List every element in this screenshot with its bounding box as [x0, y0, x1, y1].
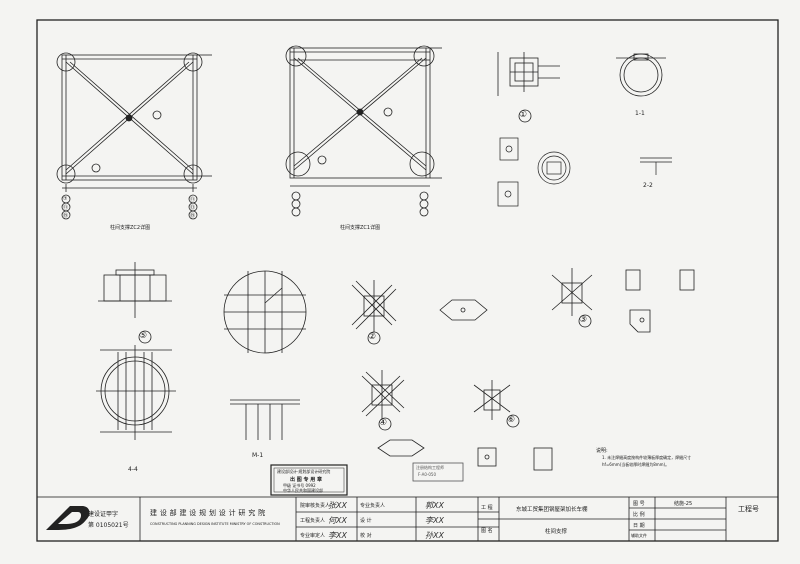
meta-label-scale: 比 例: [633, 512, 645, 518]
zc1-bracing-elevation: [285, 45, 442, 217]
role-6: 校 对: [360, 533, 372, 539]
detail-1-drawing: [497, 52, 560, 123]
notes-line-1: 1. 未注焊缝高度按构件较薄板厚度确定，焊缝尺寸: [602, 455, 692, 460]
project-name: 东城工贸集团钢屋架加长车棚: [516, 507, 588, 513]
axis-left-2: ⑪: [63, 205, 69, 211]
detail-number-1: ①: [519, 110, 528, 120]
section-1-1-drawing: [616, 53, 666, 97]
title-section-1-1: 1-1: [635, 110, 645, 117]
drawing-name-label: 图 名: [481, 528, 493, 534]
role-2: 工程负责人: [300, 518, 326, 524]
meta-label-drawing-no: 图 号: [633, 501, 645, 507]
signature-2: 何XX: [328, 516, 347, 525]
title-zc1: 柱间支撑ZC1详图: [340, 225, 381, 231]
notes-title: 说明:: [596, 448, 608, 454]
title-block: [36, 496, 779, 542]
title-m1: M-1: [252, 452, 264, 459]
notes-line-2: hf=6mm(当板较厚时焊缝为8mm)。: [602, 462, 670, 467]
signature-4: 郭XX: [425, 501, 444, 510]
detail-3-drawing: [551, 268, 695, 333]
detail-5-column-base: [96, 262, 176, 440]
title-section-2-2: 2-2: [643, 182, 653, 189]
detail-2-plate: [439, 299, 488, 321]
role-5: 设 计: [360, 518, 372, 524]
axis-right-1: ⑪: [190, 197, 196, 203]
signature-3: 李XX: [328, 531, 347, 540]
detail-number-4: ④: [379, 418, 388, 428]
role-3: 专业审定人: [300, 533, 326, 539]
detail-number-6: ⑥: [507, 415, 516, 425]
zc2-bracing-elevation: [56, 52, 212, 220]
axis-right-2: ⑬: [190, 205, 196, 211]
meta-label-date: 日 期: [633, 523, 645, 529]
stamp-main-line-2: 出 图 专 用 章: [290, 477, 322, 483]
title-section-4-4: 4-4: [128, 466, 138, 473]
institute-name-cn: 建 设 部 建 设 规 划 设 计 研 究 院: [150, 509, 266, 517]
drawing-number: 结施-25: [674, 501, 693, 507]
axis-left-1: ⑦: [63, 196, 68, 202]
detail-2-drawing: [351, 280, 397, 345]
stamp-main-line-1: 建设部设计·规划部设计研究院: [277, 469, 331, 474]
cert-label: 建设证甲字: [88, 511, 119, 518]
role-4: 专业负责人: [360, 503, 386, 509]
signature-6: 孙XX: [425, 531, 444, 540]
detail-number-3: ③: [579, 315, 588, 325]
institute-logo: [46, 506, 90, 530]
stamp-small: [412, 462, 464, 482]
role-1: 院审核负责人: [300, 503, 331, 509]
signature-5: 李XX: [425, 516, 444, 525]
plate-details-small: [497, 137, 672, 207]
project-label: 工 程: [481, 505, 493, 511]
title-zc2: 柱间支撑ZC2详图: [110, 225, 151, 231]
stamp-main-line-3: 甲级 证书号 0992: [283, 483, 316, 488]
meta-label-aux: 辅助文件: [631, 533, 647, 538]
detail-4-drawing: [361, 370, 425, 457]
institute-name-en: CONSTRUCTING PLANNING DESIGN INSTITUTE M…: [150, 522, 280, 526]
cert-number: 第 0105021号: [88, 522, 129, 529]
signature-1: 张XX: [328, 501, 347, 510]
stamp-main: [270, 464, 348, 496]
drawing-name: 柱间支撑: [545, 529, 568, 535]
detail-number-2: ②: [368, 332, 377, 342]
stamp-small-line-2: F-A0-050: [418, 472, 437, 477]
axis-right-3: ⑲: [190, 213, 196, 219]
project-number-label: 工程号: [738, 505, 759, 513]
axis-left-3: ⑲: [63, 213, 69, 219]
stamp-small-line-1: 注册结构工程师: [416, 465, 444, 470]
m1-embedded-plate: [223, 270, 307, 440]
stamp-main-line-4: 中华人民共和国建设部: [283, 488, 323, 493]
detail-6-drawing: [473, 380, 553, 471]
detail-number-5: ⑤: [139, 331, 148, 341]
